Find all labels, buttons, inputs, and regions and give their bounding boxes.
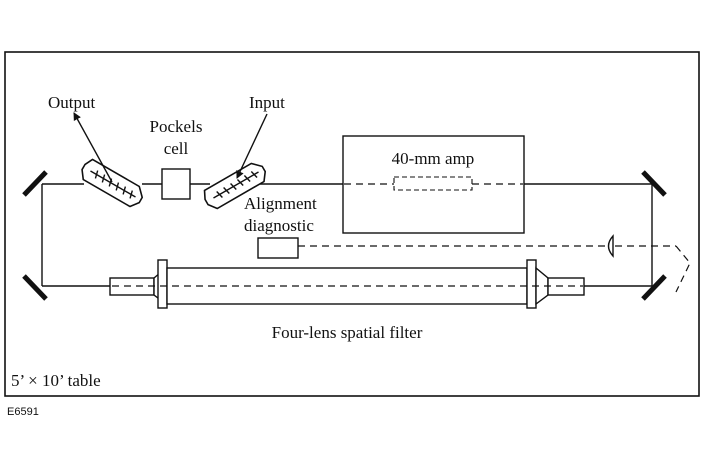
alignment-return xyxy=(675,245,691,293)
spatial-filter-left-flange xyxy=(157,259,168,309)
output-polarizer xyxy=(81,158,144,208)
mirror-top-left xyxy=(22,170,48,197)
pockels-label-2: cell xyxy=(164,139,189,158)
output-label: Output xyxy=(48,93,96,112)
mirror-bottom-left xyxy=(22,274,48,301)
table-frame xyxy=(4,51,700,397)
spatial-filter-label: Four-lens spatial filter xyxy=(272,323,423,342)
pockels-cell xyxy=(161,168,191,200)
alignment-label-2: diagnostic xyxy=(244,216,314,235)
spatial-filter-right-end xyxy=(547,277,585,296)
alignment-lens xyxy=(607,234,614,258)
amp-label: 40-mm amp xyxy=(392,149,475,168)
alignment-label-1: Alignment xyxy=(244,194,317,213)
pockels-label-1: Pockels xyxy=(150,117,203,136)
table-label: 5’ × 10’ table xyxy=(11,371,101,390)
spatial-filter-right-flange xyxy=(526,259,537,309)
input-label: Input xyxy=(249,93,285,112)
mirror-bottom-right xyxy=(641,274,667,301)
input-arrow xyxy=(236,113,268,179)
alignment-diagnostic xyxy=(257,237,299,259)
mirror-top-right xyxy=(641,170,667,197)
figure-id: E6591 xyxy=(7,406,39,418)
output-arrow xyxy=(73,112,113,183)
input-polarizer xyxy=(203,162,267,210)
